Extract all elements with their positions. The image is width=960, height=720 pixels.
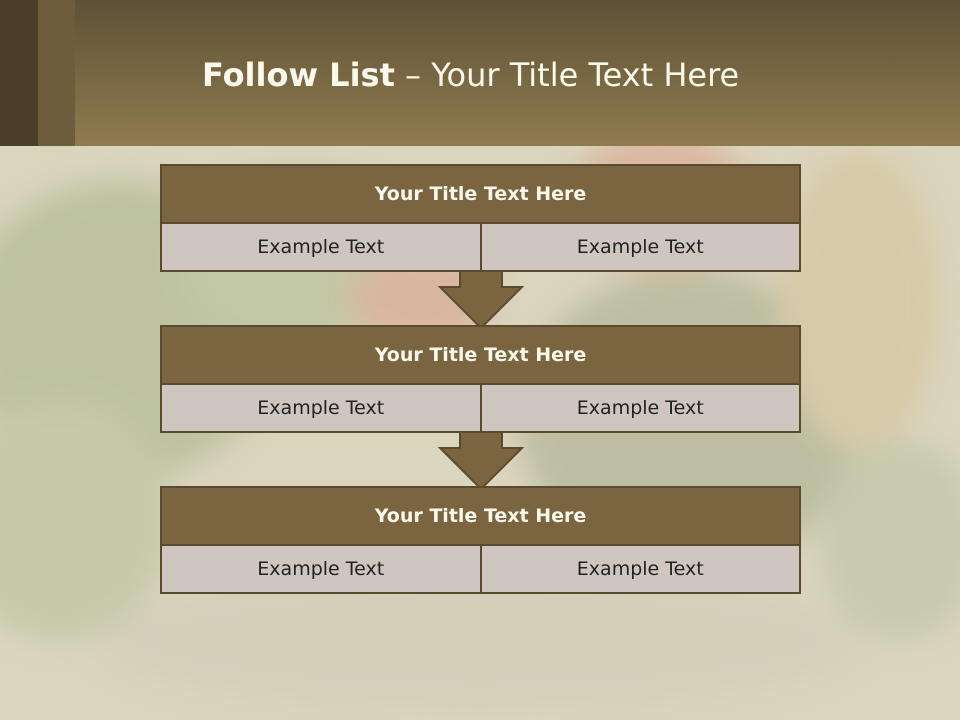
step-cell-left: Example Text bbox=[162, 224, 480, 270]
slide-title-bold: Follow List bbox=[202, 56, 395, 94]
header-accent-strip bbox=[0, 0, 38, 146]
step-cell-right: Example Text bbox=[479, 546, 799, 592]
step-row: Example Text Example Text bbox=[162, 546, 799, 592]
step-cell-right: Example Text bbox=[479, 385, 799, 431]
header-accent-strip bbox=[38, 0, 75, 146]
down-arrow-icon bbox=[438, 270, 524, 330]
step-box-1: Your Title Text Here Example Text Exampl… bbox=[160, 164, 801, 272]
header-band bbox=[0, 0, 960, 146]
step-cell-right: Example Text bbox=[479, 224, 799, 270]
step-title: Your Title Text Here bbox=[162, 488, 799, 546]
step-row: Example Text Example Text bbox=[162, 385, 799, 431]
step-cell-left: Example Text bbox=[162, 385, 480, 431]
down-arrow-icon bbox=[438, 431, 524, 491]
step-box-3: Your Title Text Here Example Text Exampl… bbox=[160, 486, 801, 594]
step-title: Your Title Text Here bbox=[162, 166, 799, 224]
step-row: Example Text Example Text bbox=[162, 224, 799, 270]
step-cell-left: Example Text bbox=[162, 546, 480, 592]
step-box-2: Your Title Text Here Example Text Exampl… bbox=[160, 325, 801, 433]
slide-title: Follow List – Your Title Text Here bbox=[202, 56, 739, 94]
step-title: Your Title Text Here bbox=[162, 327, 799, 385]
slide-title-rest: – Your Title Text Here bbox=[394, 56, 740, 94]
